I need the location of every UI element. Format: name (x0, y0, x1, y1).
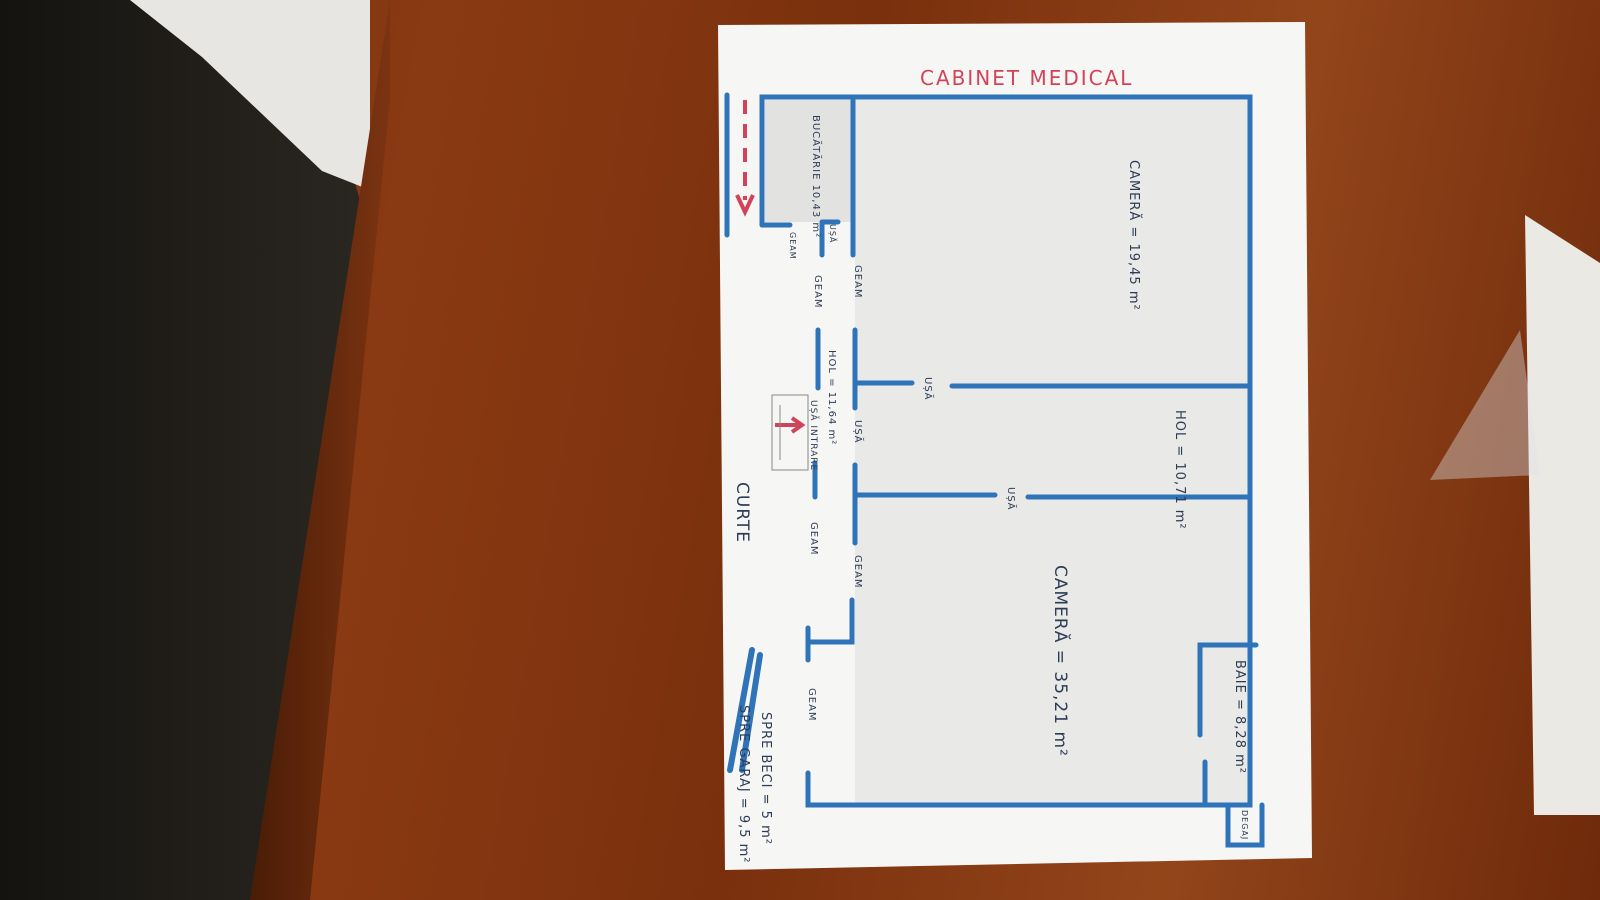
hall1-label: HOL = 11,64 m² (826, 350, 837, 446)
room1-label: CAMERĂ = 19,45 m² (1126, 160, 1141, 311)
window-label: GEAM (852, 555, 863, 589)
door-label: UȘĂ (852, 420, 863, 444)
window-label: GEAM (806, 688, 817, 722)
window-label: GEAM (812, 275, 823, 309)
garage-label: SPRE GARAJ = 9,5 m² (736, 705, 751, 864)
yard-label: CURTE (732, 482, 752, 544)
other-paper (1525, 215, 1600, 815)
entrance-door-label: UȘĂ INTRARE (808, 400, 818, 472)
door-label: UȘĂ (1005, 487, 1016, 511)
triangle-ruler (1430, 330, 1540, 480)
window-label: GEAM (852, 265, 863, 299)
basement-label: SPRE BECI = 5 m² (758, 712, 773, 845)
plan-title: CABINET MEDICAL (920, 66, 1134, 90)
stairs-sketch (771, 394, 809, 471)
kitchen-shade (765, 100, 853, 222)
window-label: GEAM (808, 522, 819, 556)
hall2-label: HOL = 10,71 m² (1172, 410, 1187, 530)
door-label: UȘĂ (922, 377, 933, 401)
door-label: UȘĂ (828, 224, 837, 244)
shaded-interior (855, 100, 1250, 805)
bath-label: BAIE = 8,28 m² (1232, 660, 1247, 774)
entry-arrows (735, 100, 806, 434)
walls (724, 92, 1265, 848)
kitchen-label: BUCĂTĂRIE 10,43 m² (810, 115, 821, 239)
room2-label: CAMERĂ = 35,21 m² (1050, 565, 1070, 757)
degaj-label: DEGAJ (1240, 810, 1249, 841)
window-label: GEAM (788, 232, 797, 260)
